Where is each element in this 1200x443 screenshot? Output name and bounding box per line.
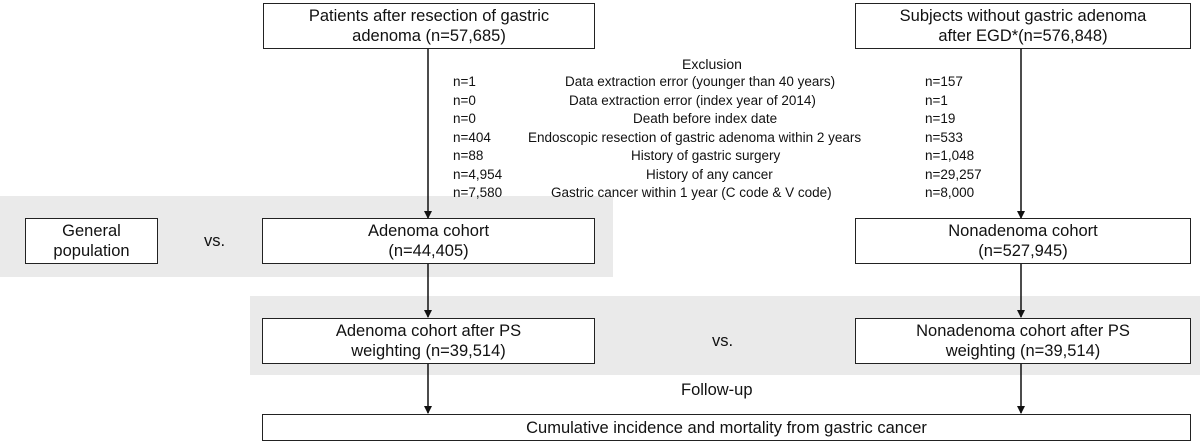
- subjects-box: Subjects without gastric adenoma after E…: [855, 3, 1191, 49]
- vs-label-general: vs.: [204, 232, 226, 250]
- nonadenoma-ps-box: Nonadenoma cohort after PS weighting (n=…: [855, 318, 1191, 364]
- vs-label-ps: vs.: [712, 332, 734, 350]
- exclusion-right-count: n=533: [925, 130, 963, 145]
- exclusion-reason: Data extraction error (younger than 40 y…: [565, 74, 836, 89]
- patients-line-1: Patients after resection of gastric: [308, 7, 550, 25]
- general-line-2: population: [53, 242, 130, 260]
- exclusion-right-count: n=19: [925, 111, 956, 126]
- exclusion-reason: History of any cancer: [646, 167, 773, 182]
- exclusion-left-count: n=88: [453, 148, 484, 163]
- adenoma-cohort-line-2: (n=44,405): [388, 242, 469, 260]
- exclusion-left-count: n=4,954: [453, 167, 503, 182]
- adenoma-ps-line-2: weighting (n=39,514): [351, 342, 506, 360]
- adenoma-cohort-box: Adenoma cohort (n=44,405): [262, 218, 595, 264]
- outcome-label: Cumulative incidence and mortality from …: [526, 418, 927, 437]
- nonadenoma-cohort-line-1: Nonadenoma cohort: [948, 222, 1098, 240]
- adenoma-ps-box: Adenoma cohort after PS weighting (n=39,…: [262, 318, 595, 364]
- patients-line-2: adenoma (n=57,685): [352, 27, 506, 45]
- exclusion-reason: Death before index date: [633, 111, 778, 126]
- exclusion-reason: Endoscopic resection of gastric adenoma …: [528, 130, 862, 145]
- patients-box: Patients after resection of gastric aden…: [263, 3, 595, 49]
- exclusion-reason: History of gastric surgery: [631, 148, 781, 163]
- exclusion-right-count: n=29,257: [925, 167, 982, 182]
- exclusion-right-count: n=1: [925, 93, 948, 108]
- exclusion-left-count: n=1: [453, 74, 476, 89]
- nonadenoma-ps-line-2: weighting (n=39,514): [945, 342, 1101, 360]
- follow-up-label: Follow-up: [681, 381, 753, 399]
- exclusion-reason: Gastric cancer within 1 year (C code & V…: [551, 185, 832, 200]
- adenoma-cohort-line-1: Adenoma cohort: [367, 222, 490, 240]
- exclusion-left-count: n=0: [453, 111, 476, 126]
- nonadenoma-cohort-line-2: (n=527,945): [978, 242, 1068, 260]
- nonadenoma-ps-line-1: Nonadenoma cohort after PS: [916, 322, 1130, 340]
- exclusion-reason: Data extraction error (index year of 201…: [569, 93, 816, 108]
- adenoma-ps-line-1: Adenoma cohort after PS: [335, 322, 522, 340]
- exclusion-right-count: n=8,000: [925, 185, 975, 200]
- exclusion-right-count: n=157: [925, 74, 963, 89]
- general-line-1: General: [62, 222, 121, 240]
- outcome-box: Cumulative incidence and mortality from …: [262, 414, 1191, 441]
- general-population-box: General population: [25, 218, 158, 264]
- exclusion-right-count: n=1,048: [925, 148, 975, 163]
- nonadenoma-cohort-box: Nonadenoma cohort (n=527,945): [855, 218, 1191, 264]
- exclusion-title: Exclusion: [682, 56, 742, 72]
- subjects-line-1: Subjects without gastric adenoma: [899, 7, 1147, 25]
- exclusion-left-count: n=404: [453, 130, 491, 145]
- exclusion-left-count: n=0: [453, 93, 476, 108]
- exclusion-left-count: n=7,580: [453, 185, 503, 200]
- subjects-line-2: after EGD*(n=576,848): [938, 27, 1108, 45]
